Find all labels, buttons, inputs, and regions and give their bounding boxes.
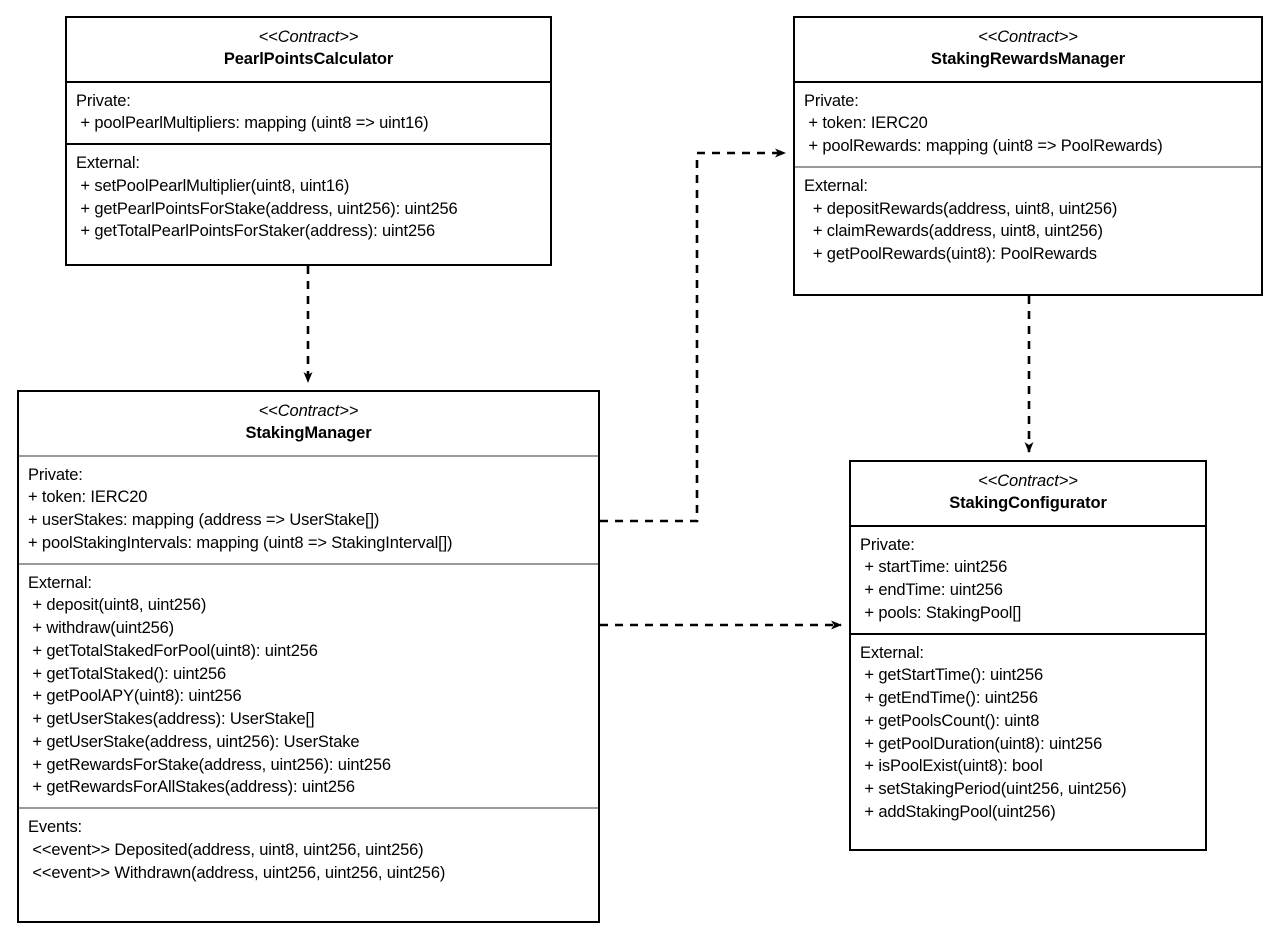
compartment-label: Private: <box>28 465 83 484</box>
class-compartment-private: Private: + poolPearlMultipliers: mapping… <box>67 83 550 146</box>
class-name: StakingConfigurator <box>949 493 1107 512</box>
class-name: StakingRewardsManager <box>930 49 1126 68</box>
class-compartment-private: Private: + startTime: uint256 + endTime:… <box>851 527 1205 635</box>
class-member: + withdraw(uint256) <box>28 619 175 638</box>
class-member: + getRewardsForAllStakes(address): uint2… <box>28 778 355 797</box>
class-member: + getPoolDuration(uint8): uint256 <box>860 734 1103 753</box>
class-member: + depositRewards(address, uint8, uint256… <box>804 199 1118 218</box>
class-member: + startTime: uint256 <box>860 558 1008 577</box>
class-name: StakingManager <box>245 423 372 442</box>
class-header-staking-configurator: <<Contract>> StakingConfigurator <box>851 462 1205 527</box>
class-member: + getEndTime(): uint256 <box>860 689 1038 708</box>
class-member: + getUserStake(address, uint256): UserSt… <box>28 732 360 751</box>
class-member: + token: IERC20 <box>804 114 928 133</box>
class-member: + getPoolRewards(uint8): PoolRewards <box>804 245 1097 264</box>
class-stereotype: <<Contract>> <box>258 28 359 46</box>
class-member: + userStakes: mapping (address => UserSt… <box>28 511 380 530</box>
class-box-pearl-points-calculator[interactable]: <<Contract>> PearlPointsCalculator Priva… <box>65 16 552 266</box>
class-event: <<event>> Withdrawn(address, uint256, ui… <box>28 863 446 882</box>
class-member: + getTotalStaked(): uint256 <box>28 664 227 683</box>
class-compartment-external: External: + setPoolPearlMultiplier(uint8… <box>67 145 550 251</box>
class-compartment-events: Events: <<event>> Deposited(address, uin… <box>19 809 598 892</box>
compartment-label: External: <box>804 176 868 195</box>
compartment-label: External: <box>28 573 92 592</box>
compartment-label: Private: <box>804 91 859 110</box>
class-member: + getRewardsForStake(address, uint256): … <box>28 755 391 774</box>
class-name: PearlPointsCalculator <box>223 49 394 68</box>
class-stereotype: <<Contract>> <box>258 402 359 420</box>
class-member: + setStakingPeriod(uint256, uint256) <box>860 780 1127 799</box>
class-member: + addStakingPool(uint256) <box>860 802 1056 821</box>
class-member: + getPoolsCount(): uint8 <box>860 711 1040 730</box>
class-header-staking-manager: <<Contract>> StakingManager <box>19 392 598 457</box>
class-member: + setPoolPearlMultiplier(uint8, uint16) <box>76 176 350 195</box>
class-member: + getTotalPearlPointsForStaker(address):… <box>76 222 436 241</box>
compartment-label: Private: <box>76 91 131 110</box>
class-compartment-private: Private: + token: IERC20 + userStakes: m… <box>19 457 598 565</box>
edge-manager-to-rewards <box>600 148 786 523</box>
class-member: + token: IERC20 <box>28 488 148 507</box>
compartment-label: Events: <box>28 818 82 837</box>
class-stereotype: <<Contract>> <box>978 28 1078 46</box>
class-compartment-external: External: + deposit(uint8, uint256) + wi… <box>19 565 598 810</box>
class-compartment-external: External: + getStartTime(): uint256 + ge… <box>851 635 1205 832</box>
class-member: + getTotalStakedForPool(uint8): uint256 <box>28 641 318 660</box>
class-member: + endTime: uint256 <box>860 581 1003 600</box>
class-member: + getPearlPointsForStake(address, uint25… <box>76 199 458 218</box>
class-member: + pools: StakingPool[] <box>860 603 1022 622</box>
class-box-staking-manager[interactable]: <<Contract>> StakingManager Private: + t… <box>17 390 600 923</box>
class-member: + poolStakingIntervals: mapping (uint8 =… <box>28 533 453 552</box>
class-member: + poolRewards: mapping (uint8 => PoolRew… <box>804 137 1163 156</box>
compartment-label: Private: <box>860 535 915 554</box>
class-member: + claimRewards(address, uint8, uint256) <box>804 222 1103 241</box>
compartment-label: External: <box>76 154 140 173</box>
class-compartment-external: External: + depositRewards(address, uint… <box>795 168 1261 274</box>
class-member: + getUserStakes(address): UserStake[] <box>28 710 315 729</box>
compartment-label: External: <box>860 643 924 662</box>
class-compartment-private: Private: + token: IERC20 + poolRewards: … <box>795 83 1261 168</box>
class-header-staking-rewards-manager: <<Contract>> StakingRewardsManager <box>795 18 1261 83</box>
class-header-pearl-points-calculator: <<Contract>> PearlPointsCalculator <box>67 18 550 83</box>
class-member: + isPoolExist(uint8): bool <box>860 757 1043 776</box>
class-member: + getStartTime(): uint256 <box>860 666 1044 685</box>
class-box-staking-rewards-manager[interactable]: <<Contract>> StakingRewardsManager Priva… <box>793 16 1263 296</box>
class-stereotype: <<Contract>> <box>978 472 1078 490</box>
class-member: + getPoolAPY(uint8): uint256 <box>28 687 242 706</box>
class-member: + poolPearlMultipliers: mapping (uint8 =… <box>76 114 429 133</box>
class-member: + deposit(uint8, uint256) <box>28 596 207 615</box>
class-event: <<event>> Deposited(address, uint8, uint… <box>28 841 424 860</box>
class-box-staking-configurator[interactable]: <<Contract>> StakingConfigurator Private… <box>849 460 1207 851</box>
